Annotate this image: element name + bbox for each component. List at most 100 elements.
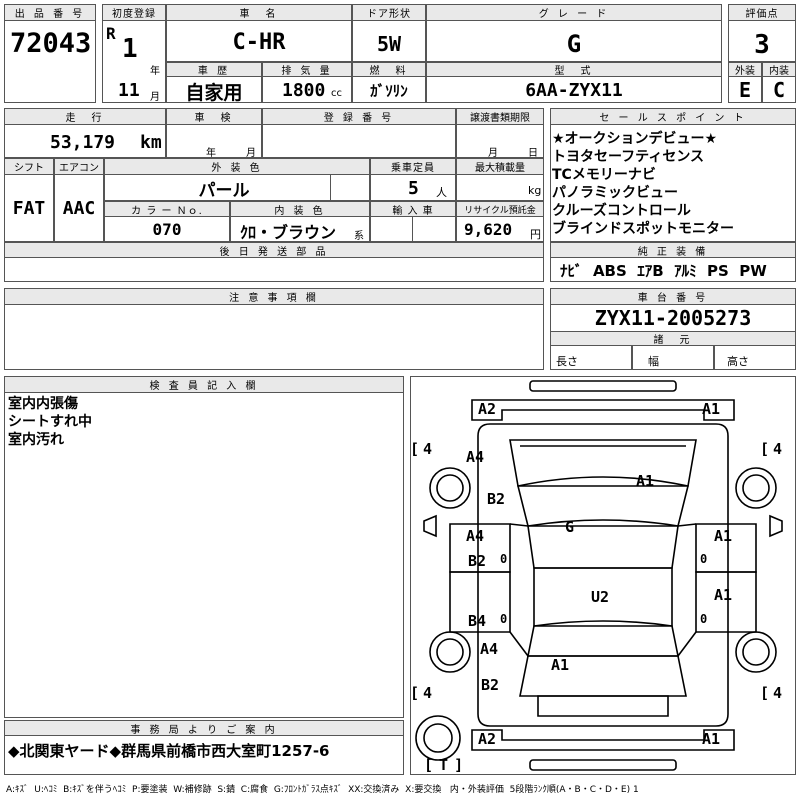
legend: A:ｷｽﾞ U:ﾍｺﾐ B:ｷｽﾞを伴うﾍｺﾐ P:要塗装 W:補修跡 S:錆 … — [6, 785, 639, 795]
damage-rear-bumper-left: A2 — [478, 730, 497, 748]
fuel-label: 燃 料 — [352, 62, 426, 77]
sales-point-item: ★オークションデビュー★ — [552, 131, 718, 147]
era-mark: R — [106, 24, 116, 43]
tire-rr-mark: [4 — [760, 684, 783, 702]
reg-month: 11 — [118, 80, 140, 101]
year-unit: 年 — [150, 66, 160, 77]
capacity-cell — [370, 174, 456, 201]
load-unit: kg — [528, 184, 542, 197]
office-text: ◆北関東ヤード◆群馬県前橋市西大室町1257-6 — [8, 742, 330, 760]
damage-front-bumper-right: A1 — [702, 400, 721, 418]
sales-point-item: ブラインドスポットモニター — [552, 221, 734, 237]
interior-value: C — [772, 78, 786, 102]
interior-cell — [762, 76, 796, 103]
car-diagram-frame — [410, 376, 796, 775]
equipment-value: ﾅﾋﾞ ABS ｴｱB ｱﾙﾐ PS PW — [560, 262, 767, 280]
ac-cell — [54, 174, 104, 242]
equipment-label: 純 正 装 備 — [550, 242, 796, 258]
colorno-label: カ ラ ー Ｎｏ. — [104, 201, 230, 217]
import-divider — [412, 216, 413, 242]
model-cell — [426, 76, 722, 103]
recycle-cell — [456, 216, 544, 242]
intcolor-suffix: 系 — [354, 231, 364, 242]
color-value: パール — [198, 181, 250, 201]
grade-label: グ レ ー ド — [426, 4, 722, 21]
transfer-day: 日 — [528, 148, 538, 159]
model-label: 型 式 — [426, 62, 722, 77]
colorno-cell — [104, 216, 230, 242]
mileage-value: 53,179 — [50, 132, 116, 153]
specs-label: 諸 元 — [550, 331, 796, 346]
displacement-value: 1800 — [282, 80, 326, 101]
door-value: 5W — [376, 32, 402, 56]
sales-points-list: ★オークションデビュー★ トヨタセーフティセンス TCメモリーナビ パノラミック… — [552, 130, 734, 238]
car-name: C-HR — [232, 30, 286, 55]
lot-label: 出 品 番 号 — [4, 4, 96, 21]
import-label: 輸 入 車 — [370, 201, 456, 217]
color-cell — [104, 174, 370, 201]
damage-rear-glass: A1 — [551, 656, 570, 674]
door-cell — [352, 20, 426, 62]
damage-left-front-door-b: B2 — [468, 552, 487, 570]
intcolor-cell — [230, 216, 370, 242]
tire-rl-value: 4 — [423, 684, 433, 702]
load-label: 最大積載量 — [456, 158, 544, 175]
width-cell — [632, 345, 714, 370]
damage-left-rear-door: B4 — [468, 612, 487, 630]
inspection-year-unit: 年 — [206, 148, 216, 159]
color-label: 外 装 色 — [104, 158, 370, 175]
car-name-label: 車 名 — [166, 4, 352, 21]
import-cell — [370, 216, 456, 242]
chassis-label: 車 台 番 号 — [550, 288, 796, 305]
notes-label: 注 意 事 項 欄 — [4, 288, 544, 305]
recycle-value: 9,620 — [464, 220, 513, 239]
tire-rl-mark: [4 — [410, 684, 433, 702]
model-value: 6AA-ZYX11 — [525, 80, 623, 101]
grade-cell — [426, 20, 722, 62]
reg-year: 1 — [122, 34, 138, 64]
inspector-label: 検 査 員 記 入 欄 — [4, 376, 404, 393]
damage-left-fender: A4 — [466, 448, 485, 466]
tire-fl-value: 4 — [423, 440, 433, 458]
chassis-value: ZYX11-2005273 — [594, 306, 752, 330]
tire-fl-mark: [4 — [410, 440, 433, 458]
inspection-month-unit: 月 — [246, 148, 256, 159]
exterior-value: E — [738, 78, 752, 102]
car-name-cell — [166, 20, 352, 62]
height-cell — [714, 345, 796, 370]
regno-label: 登 録 番 号 — [262, 108, 456, 125]
history-value: 自家用 — [185, 82, 243, 104]
sales-point-item: クルーズコントロール — [552, 203, 691, 219]
tire-rr-value: 4 — [773, 684, 783, 702]
office-cell — [4, 735, 404, 775]
month-unit: 月 — [150, 92, 160, 103]
width-label: 幅 — [648, 355, 659, 368]
displacement-unit: cc — [331, 88, 342, 99]
damage-left-rear-wheel: B2 — [481, 676, 500, 694]
height-label: 高さ — [727, 355, 749, 368]
damage-left-rear-fender: A4 — [480, 640, 499, 658]
interior-label: 内装 — [762, 62, 796, 77]
tire-fr-mark: [4 — [760, 440, 783, 458]
lot-cell — [4, 20, 96, 103]
ac-label: エアコン — [54, 158, 104, 175]
displacement-label: 排 気 量 — [262, 62, 352, 77]
damage-left-wheel-area: B2 — [487, 490, 506, 508]
first-reg-cell — [102, 20, 166, 103]
history-label: 車 歴 — [166, 62, 262, 77]
office-label: 事 務 局 よ り ご 案 内 — [4, 720, 404, 736]
sales-point-item: TCメモリーナビ — [552, 167, 656, 183]
tire-fr-value: 4 — [773, 440, 783, 458]
damage-front-bumper-left: A2 — [478, 400, 497, 418]
inspection-cell — [166, 124, 262, 158]
score-label: 評価点 — [728, 4, 796, 21]
damage-small-right-1: 0 — [700, 552, 708, 566]
fuel-value: ｶﾞｿﾘﾝ — [370, 82, 408, 100]
equipment-cell — [550, 257, 796, 282]
capacity-value: 5 — [408, 178, 419, 199]
score-cell — [728, 20, 796, 62]
intcolor-label: 内 装 色 — [230, 201, 370, 217]
damage-small-left-2: 0 — [500, 612, 508, 626]
transfer-label: 譲渡書類期限 — [456, 108, 544, 125]
sales-point-item: トヨタセーフティセンス — [552, 149, 705, 165]
